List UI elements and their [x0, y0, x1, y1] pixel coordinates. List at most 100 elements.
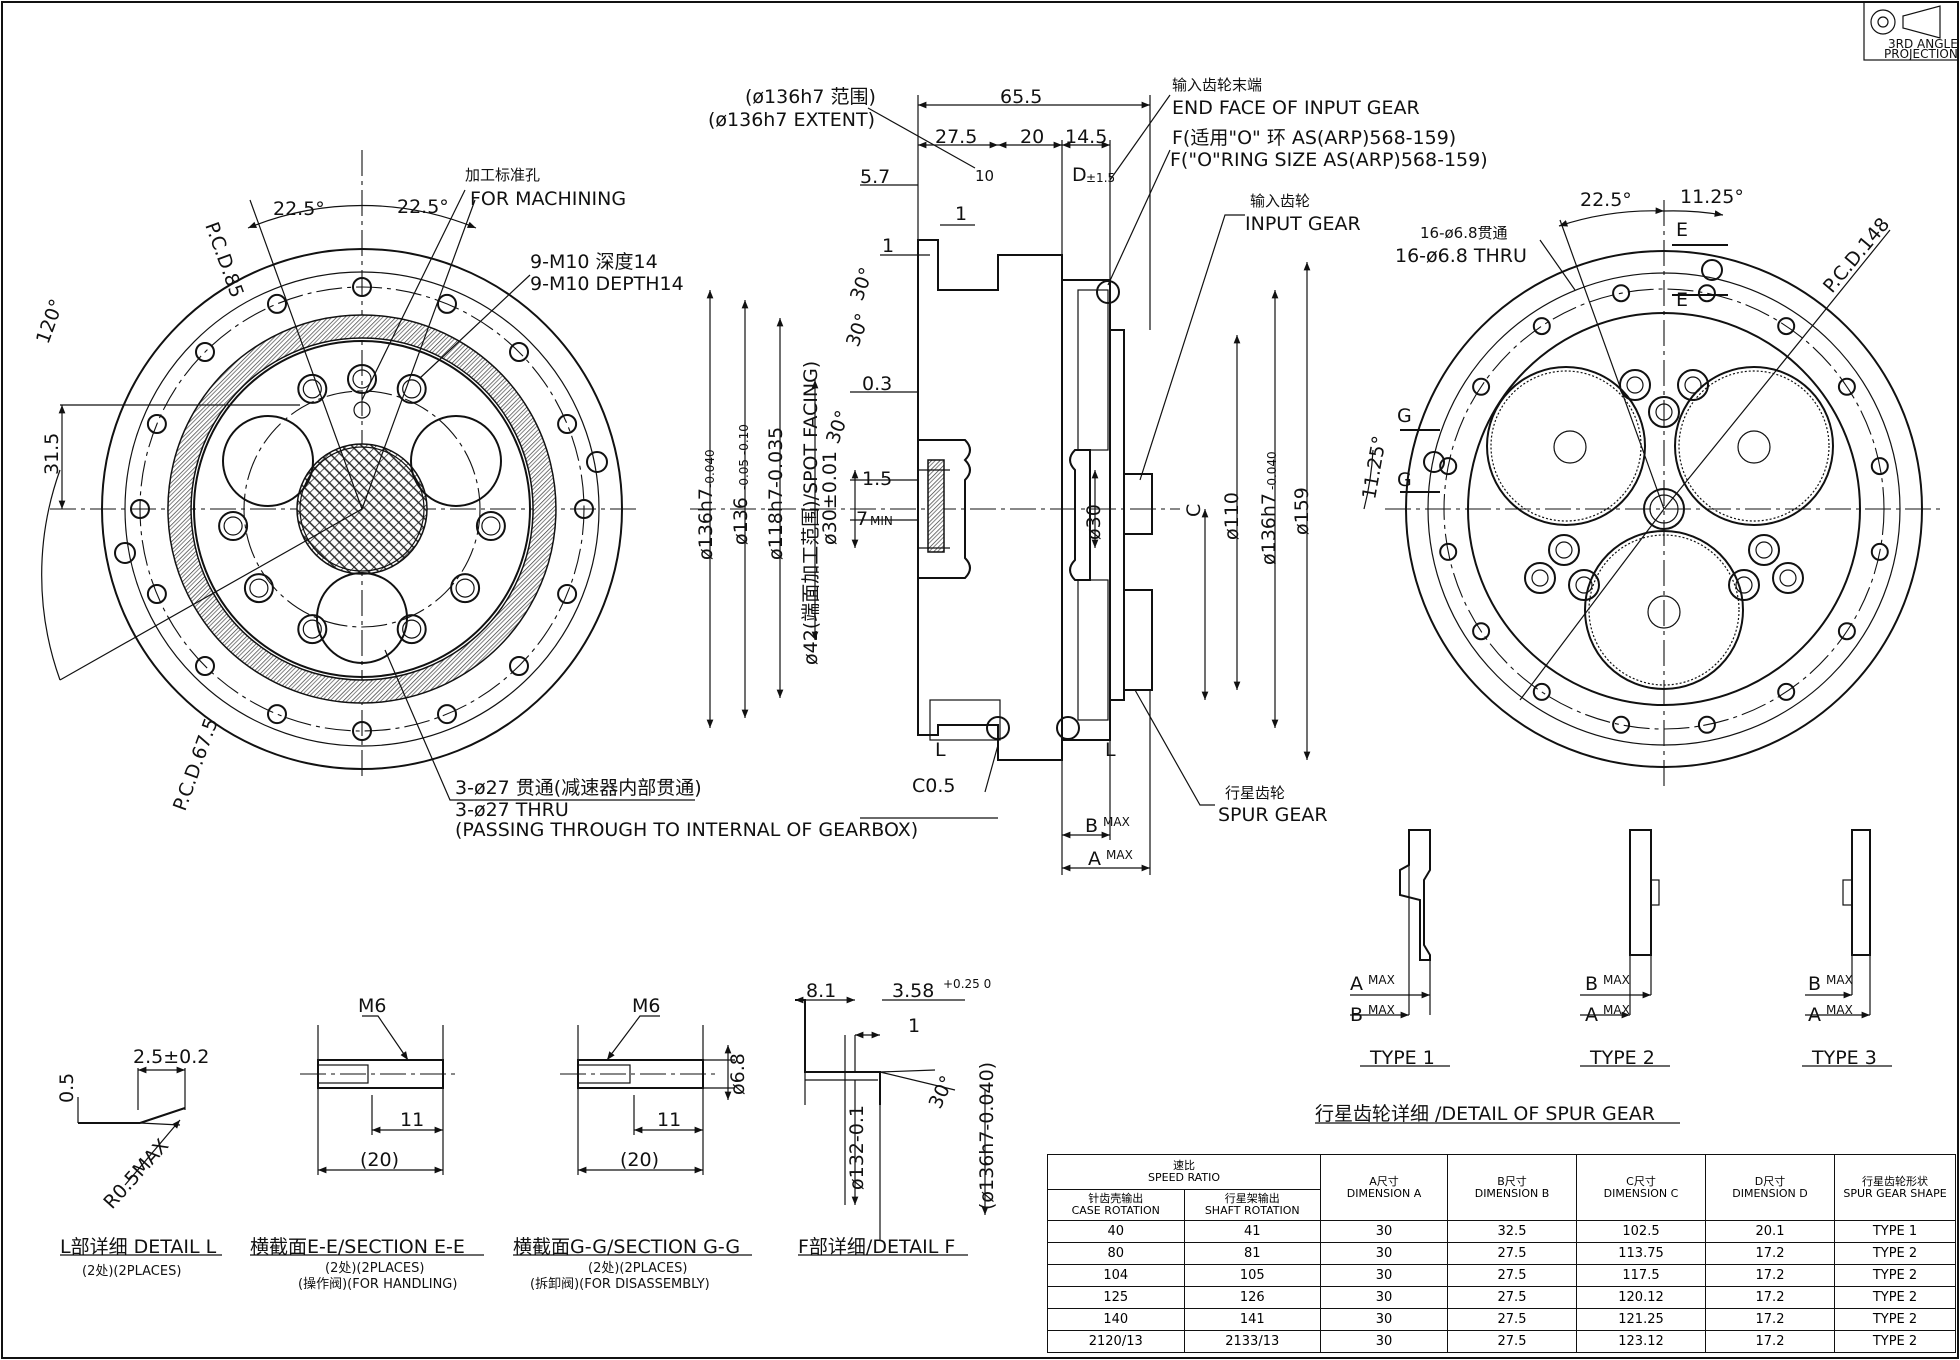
- d118: ø118h7-0.035: [765, 427, 787, 560]
- sectionE-sub2: (操作阀)(FOR HANDLING): [298, 1276, 457, 1292]
- front-thru-cn: 3-ø27 贯通(减速器内部贯通): [455, 777, 702, 799]
- type1-profile: A MAX B MAX TYPE 1: [1350, 829, 1450, 1069]
- table-cell: 20.1: [1705, 1220, 1835, 1243]
- rear-needle-bearings: [1524, 369, 1804, 601]
- bearing-inner: [1655, 403, 1673, 421]
- th-ratio-en: SPEED RATIO: [1148, 1171, 1220, 1184]
- rear-bolt-hole: [1612, 715, 1631, 734]
- detailF-358-tol: +0.25 0: [943, 977, 991, 991]
- type1-a-max: MAX: [1368, 973, 1395, 987]
- table-cell: 121.25: [1576, 1308, 1706, 1331]
- bolt-hole: [352, 277, 372, 297]
- rear-angle-225: 22.5°: [1580, 189, 1632, 211]
- bearing-inner: [1735, 576, 1753, 594]
- front-bolt-circle: [139, 286, 585, 732]
- tapped-hole: [297, 614, 328, 645]
- table-cell: 17.2: [1705, 1308, 1835, 1331]
- bolt-hole: [437, 704, 457, 725]
- table-cell: 32.5: [1447, 1220, 1577, 1243]
- th-d-en: DIMENSION D: [1732, 1186, 1808, 1200]
- detail-L: 0.5 2.5±0.2 R0.5MAX L部详细 DETAIL L (2处)(2…: [56, 1046, 222, 1279]
- rear-G-top: G: [1397, 405, 1412, 427]
- type2-b: B: [1585, 973, 1598, 995]
- rear-bolt-holes: [1439, 284, 1889, 734]
- dim-20: 20: [1020, 126, 1044, 148]
- oring-cn: F(适用"O" 环 AS(ARP)568-159): [1172, 127, 1456, 149]
- tapped-hole-inner: [302, 619, 322, 639]
- endface-cn: 输入齿轮末端: [1172, 76, 1262, 94]
- dim-10: 10: [975, 167, 994, 185]
- tapped-hole-inner: [352, 369, 372, 389]
- d42: ø42(端面加工范围)/SPOT FACING): [800, 361, 822, 665]
- table-cell: 41: [1183, 1220, 1321, 1243]
- machining-hole: [353, 401, 371, 419]
- bolt-hole: [557, 584, 578, 604]
- input-gear-en: INPUT GEAR: [1245, 213, 1361, 235]
- rear-bolt-hole: [1532, 317, 1551, 336]
- table-cell: 140: [1047, 1308, 1185, 1331]
- rear-bolt-hole: [1870, 457, 1889, 476]
- type1-label: TYPE 1: [1369, 1047, 1435, 1069]
- spur-gear-cn: 行星齿轮: [1225, 784, 1285, 802]
- bearing-inner: [1626, 376, 1644, 394]
- bolt-hole: [574, 499, 594, 519]
- dim-7-sub: MIN: [870, 514, 893, 528]
- rear-E-top: E: [1676, 219, 1688, 241]
- rear-angle-1125-left: 11.25°: [1358, 434, 1391, 501]
- tapped-hole-inner: [481, 516, 501, 536]
- sectionG-sub2: (拆卸阀)(FOR DISASSEMBLY): [530, 1276, 710, 1292]
- type2-a-max: MAX: [1603, 1003, 1630, 1017]
- dim-145: 14.5: [1065, 126, 1107, 148]
- th-b-cn: B尺寸: [1497, 1174, 1527, 1188]
- table-cell: TYPE 2: [1834, 1264, 1956, 1287]
- bearing-inner: [1755, 541, 1773, 559]
- bolt-hole: [437, 293, 457, 314]
- table-cell: 113.75: [1576, 1242, 1706, 1265]
- type1-b: B: [1350, 1004, 1363, 1026]
- extent-en: (ø136h7 EXTENT): [708, 109, 875, 131]
- rear-bolt-hole: [1777, 317, 1796, 336]
- front-pcd85: P.C.D.85: [200, 219, 248, 300]
- extent-cn: (ø136h7 范围): [745, 86, 876, 108]
- projection-line1: 3RD ANGLE: [1888, 37, 1958, 51]
- bolt-hole: [267, 704, 287, 725]
- dim-D-tol: ±1.5: [1086, 171, 1115, 185]
- table-cell: 2120/13: [1047, 1330, 1185, 1353]
- th-speed-ratio: 速比 SPEED RATIO: [1047, 1154, 1321, 1190]
- rear-angle-1125-top: 11.25°: [1680, 186, 1744, 208]
- table-cell: 80: [1047, 1242, 1185, 1265]
- rear-bolt-hole: [1777, 682, 1796, 701]
- th-a-en: DIMENSION A: [1346, 1186, 1422, 1200]
- table-cell: 30: [1320, 1286, 1448, 1309]
- amax: A: [1088, 848, 1101, 870]
- tapped-hole-inner: [402, 379, 422, 399]
- front-view: 22.5° 22.5° P.C.D.85 P.C.D.67.5 120° 31.…: [32, 150, 918, 841]
- dim-1a: 1: [955, 203, 967, 225]
- front-bolt-holes: [130, 277, 594, 741]
- th-dim-b: B尺寸 DIMENSION B: [1447, 1154, 1577, 1221]
- sectionG-20: (20): [620, 1149, 659, 1171]
- table-cell: TYPE 2: [1834, 1242, 1956, 1265]
- table-cell: 126: [1183, 1286, 1321, 1309]
- table-cell: 40: [1047, 1220, 1185, 1243]
- table-cell: 120.12: [1576, 1286, 1706, 1309]
- bolt-hole: [509, 656, 529, 676]
- th-case-cn: 针齿壳输出: [1088, 1192, 1144, 1205]
- type2-label: TYPE 2: [1589, 1047, 1655, 1069]
- front-angle-120: 120°: [32, 296, 68, 347]
- rear-bolt-hole: [1697, 284, 1716, 303]
- tapped-hole: [243, 573, 274, 604]
- type2-a: A: [1585, 1004, 1598, 1026]
- type1-a: A: [1350, 973, 1363, 995]
- bolt-hole: [557, 414, 578, 434]
- table-cell: 30: [1320, 1220, 1448, 1243]
- table-cell: 141: [1183, 1308, 1321, 1331]
- dim-7: 7: [856, 508, 868, 530]
- rear-bolt-hole: [1532, 682, 1551, 701]
- rear-E-bottom: E: [1676, 289, 1688, 311]
- sectionG-sub1: (2处)(2PLACES): [588, 1261, 687, 1276]
- bearing-inner: [1531, 569, 1549, 587]
